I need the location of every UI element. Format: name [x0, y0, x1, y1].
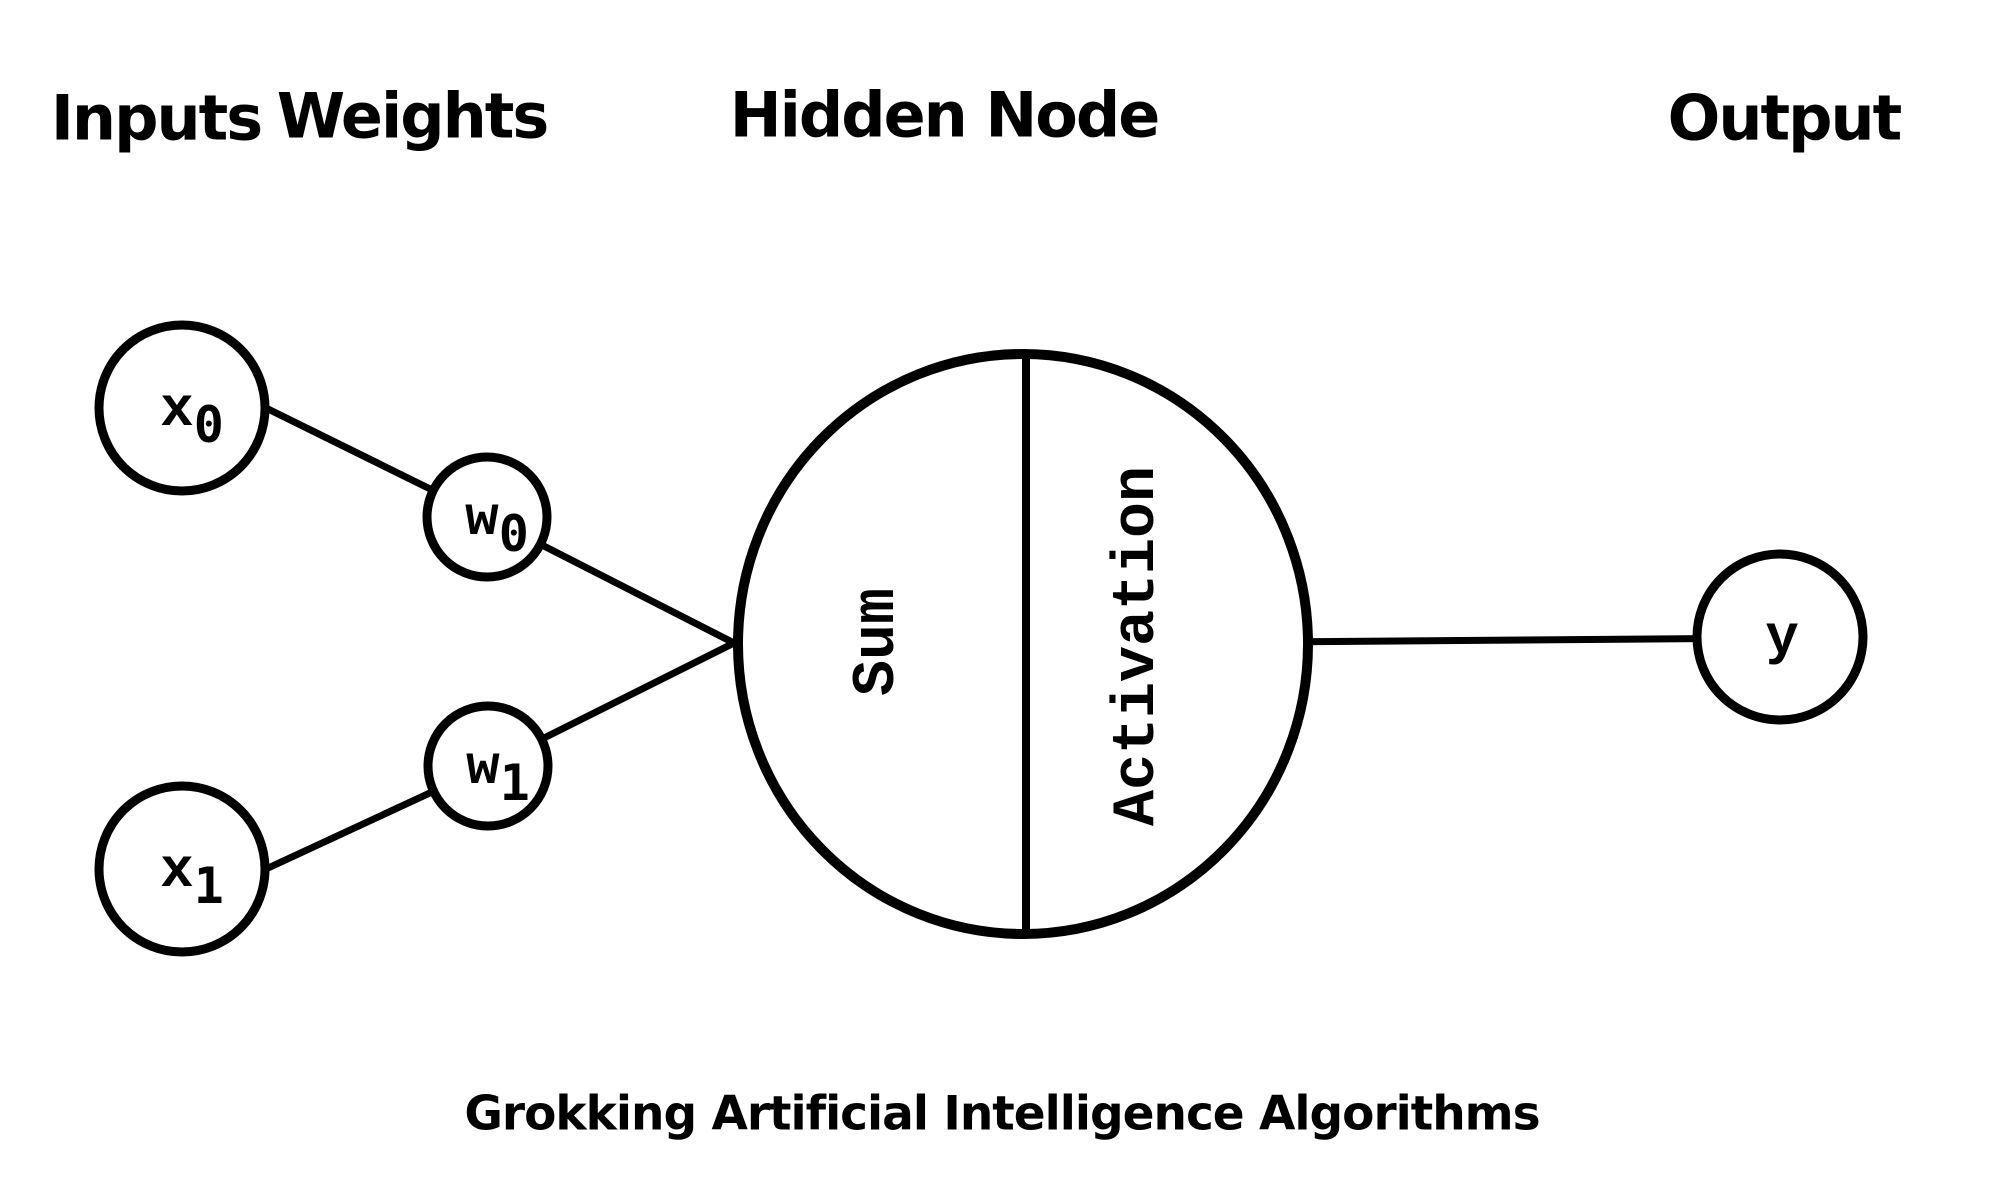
header-weights: Weights — [276, 79, 550, 153]
header-output: Output — [1667, 81, 1903, 155]
caption: Grokking Artificial Intelligence Algorit… — [464, 1086, 1540, 1142]
label-x1-subscript: 1 — [193, 857, 224, 915]
label-activation: Activation — [1104, 465, 1172, 827]
label-y: y — [1765, 606, 1799, 670]
label-w1-base: w — [466, 736, 500, 800]
weight-node-w0-circle — [422, 452, 552, 582]
weight-node-w1-circle — [423, 701, 553, 831]
label-x1-base: x — [160, 839, 194, 903]
header-hidden-node: Hidden Node — [729, 78, 1161, 152]
label-x0-subscript: 0 — [193, 396, 224, 454]
label-w0-base: w — [465, 487, 499, 551]
label-w0-subscript: 0 — [498, 505, 529, 563]
header-inputs: Inputs — [50, 81, 263, 155]
label-x0-base: x — [160, 378, 194, 442]
output-node-y-circle — [1692, 549, 1868, 725]
label-y-base: y — [1765, 606, 1799, 670]
input-node-x0-circle — [94, 320, 270, 496]
input-node-x1-circle — [94, 781, 270, 957]
label-sum: Sum — [844, 587, 912, 697]
label-w1-subscript: 1 — [499, 754, 530, 812]
